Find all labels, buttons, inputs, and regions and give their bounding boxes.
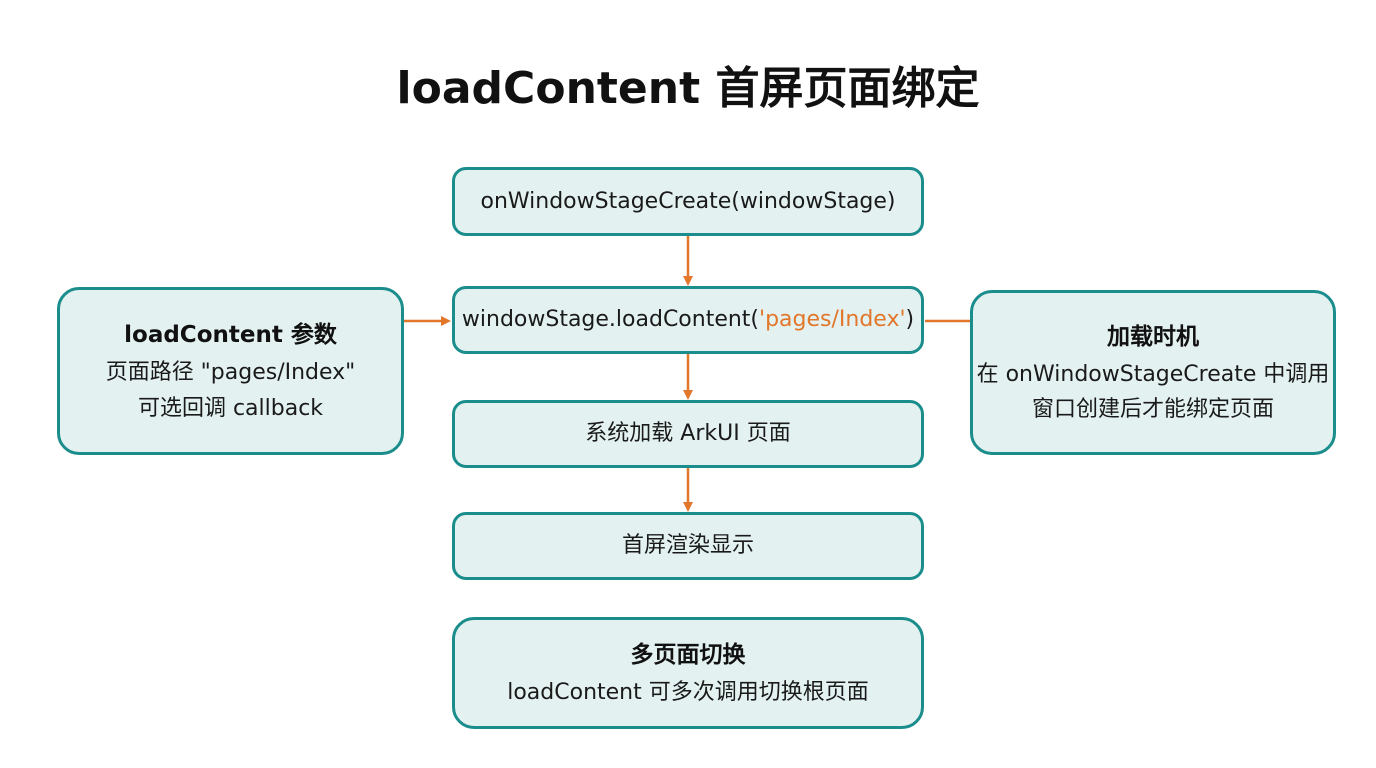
- box-heading: loadContent 参数: [124, 322, 337, 349]
- flow-step-label: windowStage.loadContent('pages/Index'): [462, 302, 914, 337]
- flow-step-label: 系统加载 ArkUI 页面: [585, 421, 791, 447]
- box-text: loadContent 可多次调用切换根页面: [507, 679, 869, 705]
- box-heading: 加载时机: [1107, 323, 1199, 350]
- flow-step-load-arkui: 系统加载 ArkUI 页面: [452, 400, 924, 468]
- flow-step-label: 首屏渲染显示: [621, 533, 754, 559]
- flow-step-load-content: windowStage.loadContent('pages/Index'): [452, 286, 924, 354]
- flow-step-first-render: 首屏渲染显示: [452, 512, 924, 580]
- box-text: 在 onWindowStageCreate 中调用: [976, 361, 1330, 387]
- code-suffix: ): [905, 307, 915, 333]
- code-prefix: windowStage.loadContent(: [461, 307, 760, 333]
- box-text: 页面路径 "pages/Index": [105, 360, 356, 386]
- flow-step-window-stage-create: onWindowStageCreate(windowStage): [452, 167, 924, 236]
- multi-page-switch-box: 多页面切换 loadContent 可多次调用切换根页面: [452, 617, 924, 729]
- load-content-params-box: loadContent 参数 页面路径 "pages/Index" 可选回调 c…: [57, 287, 404, 455]
- box-heading: 多页面切换: [630, 641, 746, 668]
- box-text: 可选回调 callback: [137, 395, 324, 421]
- flow-step-label: onWindowStageCreate(windowStage): [480, 188, 896, 214]
- load-timing-box: 加载时机 在 onWindowStageCreate 中调用 窗口创建后才能绑定…: [970, 290, 1336, 455]
- box-text: 窗口创建后才能绑定页面: [1031, 397, 1274, 423]
- code-argument: 'pages/Index': [759, 307, 906, 333]
- page-title: loadContent 首屏页面绑定: [396, 63, 980, 114]
